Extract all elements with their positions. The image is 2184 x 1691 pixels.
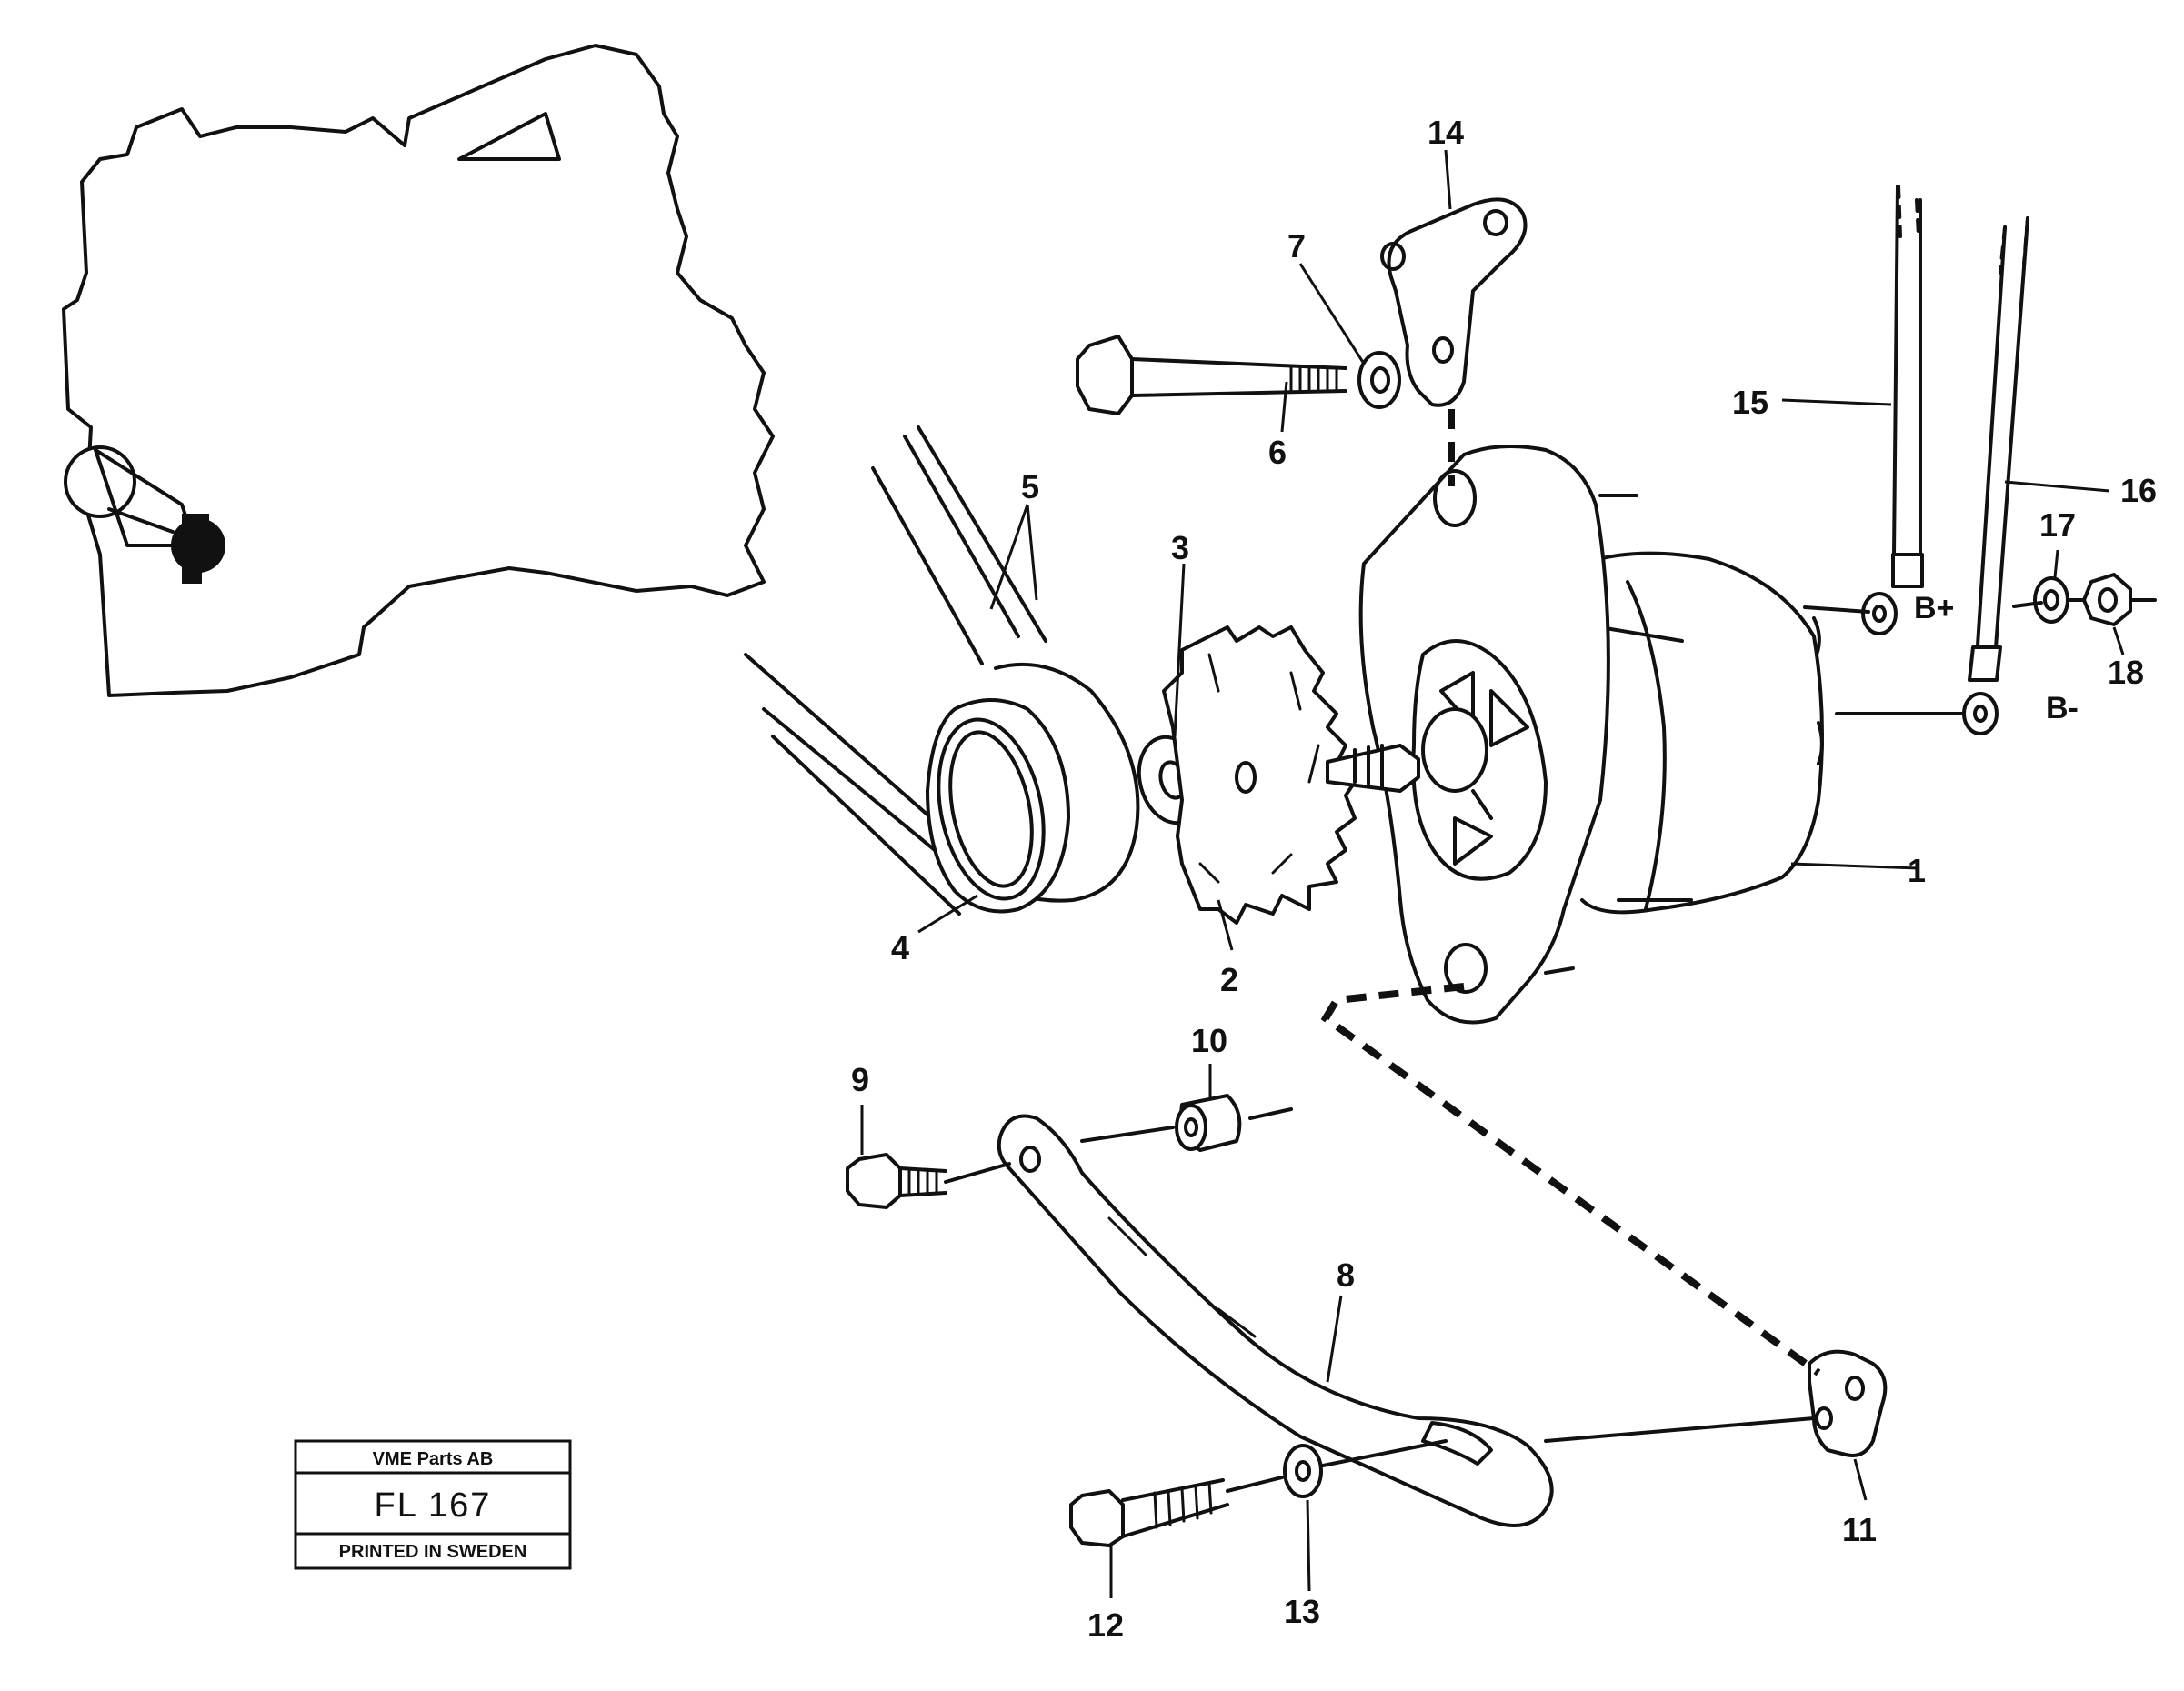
callout-6: 6 xyxy=(1268,434,1287,471)
terminal-b-minus-label: B- xyxy=(2046,691,2079,725)
callout-16: 16 xyxy=(2120,472,2157,509)
callout-18: 18 xyxy=(2108,654,2144,691)
stamp-footer: PRINTED IN SWEDEN xyxy=(339,1542,527,1562)
pulley xyxy=(926,698,1070,914)
callout-leaders xyxy=(860,149,2125,1598)
callout-13: 13 xyxy=(1284,1593,1320,1630)
callout-10: 10 xyxy=(1191,1022,1227,1059)
spacer-10 xyxy=(1175,1094,1242,1152)
stamp-company: VME Parts AB xyxy=(373,1449,494,1469)
bolt-9 xyxy=(846,1153,947,1209)
engine-overview-inset xyxy=(62,44,775,697)
vme-stamp: VME Parts AB FL 167 PRINTED IN SWEDEN xyxy=(294,1439,572,1570)
fan xyxy=(1162,625,1357,925)
bracket-11 xyxy=(1808,1349,1888,1457)
callout-8: 8 xyxy=(1337,1256,1355,1294)
terminal-leader-b-plus xyxy=(1803,598,2157,614)
terminal-b-plus-label: B+ xyxy=(1914,591,1954,625)
stamp-code: FL 167 xyxy=(375,1486,492,1525)
callout-1: 1 xyxy=(1908,852,1926,889)
dash-bottom xyxy=(1320,983,1821,1376)
top-bolt-6 xyxy=(1076,335,1347,415)
callout-9: 9 xyxy=(851,1061,869,1098)
bolt-12 xyxy=(1069,1478,1229,1547)
callout-3: 3 xyxy=(1171,529,1189,566)
callout-14: 14 xyxy=(1428,114,1464,151)
callout-numbers: 1 2 3 4 5 6 7 8 9 10 11 12 13 14 15 16 1… xyxy=(851,114,2157,1644)
adjusting-arm-8 xyxy=(997,1114,1554,1527)
alternator xyxy=(1326,445,1824,1025)
bracket-11-leader xyxy=(1544,1416,1816,1443)
cable-16 xyxy=(1962,216,2029,735)
bolt-12-leader xyxy=(1226,1439,1448,1493)
cable-15 xyxy=(1861,185,1924,635)
callout-7: 7 xyxy=(1287,227,1306,265)
callout-5: 5 xyxy=(1021,468,1039,505)
nut-18 xyxy=(2082,573,2132,626)
washer-13 xyxy=(1283,1444,1323,1498)
callout-11: 11 xyxy=(1842,1511,1877,1548)
callout-12: 12 xyxy=(1087,1606,1124,1644)
washer-7 xyxy=(1357,351,1401,409)
callout-4: 4 xyxy=(891,929,909,966)
callout-17: 17 xyxy=(2039,506,2076,544)
bracket-14 xyxy=(1380,197,1528,407)
arm-leader-lines xyxy=(944,1107,1293,1184)
drive-belts xyxy=(744,425,1140,916)
washer-17 xyxy=(2033,576,2069,624)
callout-2: 2 xyxy=(1220,961,1238,998)
callout-15: 15 xyxy=(1732,384,1768,421)
